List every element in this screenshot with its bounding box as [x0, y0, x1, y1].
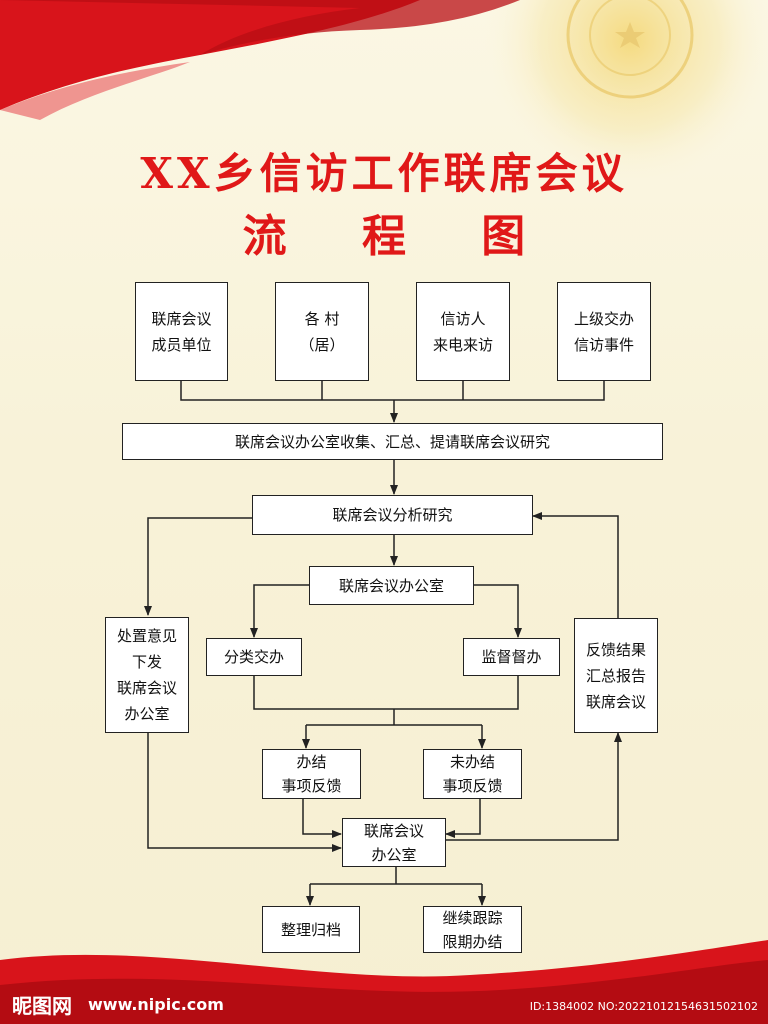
track-box: 继续跟踪 限期办结 [423, 906, 522, 953]
arrow-done-to-office2 [302, 798, 342, 838]
arrow-to-left-box [144, 517, 252, 616]
watermark-url[interactable]: www.nipic.com [88, 995, 224, 1014]
disposal-box: 处置意见 下发 联席会议 办公室 [105, 617, 189, 733]
page-title: XX乡信访工作联席会议 [140, 149, 628, 198]
source-villages: 各 村 （居） [275, 282, 369, 381]
undone-feedback-box: 未办结 事项反馈 [423, 749, 522, 799]
connector-sources-merge [180, 380, 605, 401]
feedback-box: 反馈结果 汇总报告 联席会议 [574, 618, 658, 733]
supervise-box: 监督督办 [463, 638, 560, 676]
watermark-id: ID:1384002 NO:20221012154631502102 [529, 1000, 758, 1013]
source-higher-level: 上级交办 信访事件 [557, 282, 651, 381]
source-member-units: 联席会议 成员单位 [135, 282, 228, 381]
archive-box: 整理归档 [262, 906, 360, 953]
emblem-ring-icon [566, 0, 694, 99]
analysis-box: 联席会议分析研究 [252, 495, 533, 535]
arrow-to-supervise [474, 584, 522, 638]
arrow-office2-to-right [446, 732, 622, 841]
classify-box: 分类交办 [206, 638, 302, 676]
collect-box: 联席会议办公室收集、汇总、提请联席会议研究 [122, 423, 663, 460]
arrow-undone-to-office2 [445, 798, 481, 838]
arrow-to-classify [250, 584, 309, 638]
page-subtitle: 流 程 图 [242, 211, 556, 262]
office-box: 联席会议办公室 [309, 566, 474, 605]
star-icon [615, 22, 645, 48]
watermark-logo: 昵图网 [12, 994, 72, 1018]
arrow-left-to-office2 [147, 732, 342, 852]
office2-box: 联席会议 办公室 [342, 818, 446, 867]
emblem-glow [480, 0, 768, 190]
done-feedback-box: 办结 事项反馈 [262, 749, 361, 799]
source-petitioners: 信访人 来电来访 [416, 282, 510, 381]
arrow-right-to-analysis [532, 512, 619, 618]
